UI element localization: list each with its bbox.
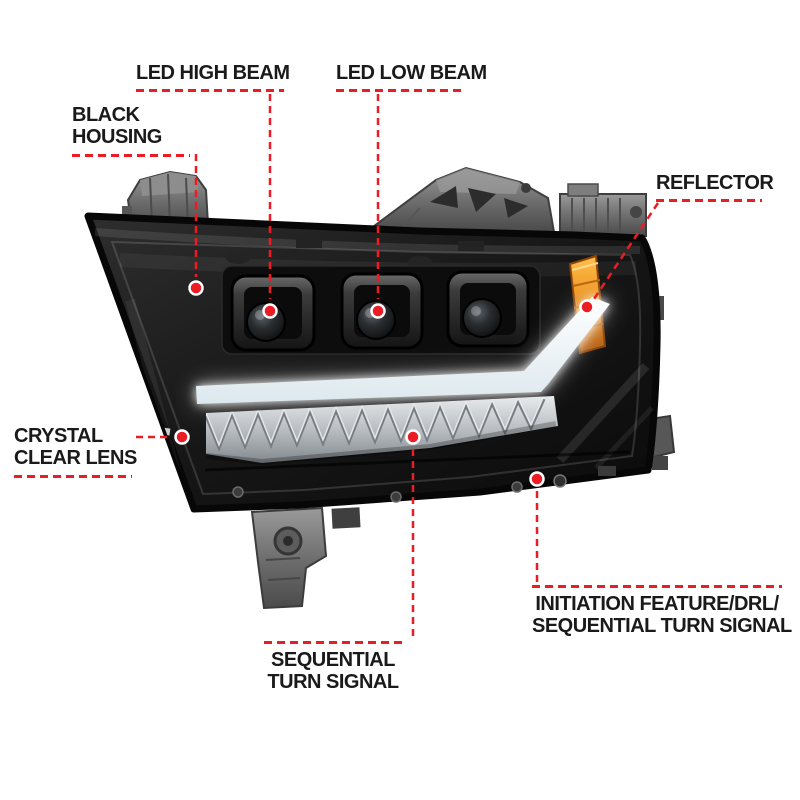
callout-dot-sequential-turn-signal — [405, 429, 421, 445]
callout-underline — [264, 641, 402, 644]
callout-line-reflector — [592, 202, 660, 300]
lens-inner-edge — [110, 240, 642, 496]
callout-black-housing: BLACK HOUSING — [72, 104, 190, 157]
callout-label: LED HIGH BEAM — [136, 62, 290, 84]
callout-label: SEQUENTIAL — [271, 649, 395, 671]
callout-label: CLEAR LENS — [14, 447, 137, 470]
mounting-bracket-top-right — [559, 183, 647, 237]
callout-underline — [136, 89, 284, 93]
callout-label: CRYSTAL — [14, 425, 103, 447]
callout-reflector: REFLECTOR — [656, 172, 774, 203]
callout-crystal-clear-lens: CRYSTAL CLEAR LENS — [14, 425, 137, 478]
callout-dot-crystal-clear-lens — [174, 429, 190, 445]
callout-led-low-beam: LED LOW BEAM — [336, 62, 487, 93]
callout-label: HOUSING — [72, 126, 162, 149]
callout-dot-led-low-beam — [370, 303, 386, 319]
callout-dot-led-high-beam — [262, 303, 278, 319]
callout-label: REFLECTOR — [656, 172, 774, 194]
callout-underline — [336, 89, 464, 93]
callout-dot-black-housing — [188, 280, 204, 296]
housing-screws — [204, 450, 631, 503]
callout-initiation-feature-drl: INITIATION FEATURE/DRL/ SEQUENTIAL TURN … — [532, 585, 792, 638]
callout-dots — [174, 280, 595, 487]
projector-outer — [446, 270, 530, 348]
mounting-bracket-top-center — [362, 166, 556, 233]
mounting-bracket-bottom — [250, 506, 361, 610]
callout-underline — [656, 199, 762, 203]
callout-dot-initiation-feature — [529, 471, 545, 487]
callout-label: LED LOW BEAM — [336, 62, 487, 84]
projector-led-high-beam — [230, 274, 316, 352]
turn-signal-crystal-band — [205, 396, 558, 466]
drl-light-bar — [196, 297, 610, 404]
callout-label: BLACK — [72, 104, 140, 126]
callout-sequential-turn-signal: SEQUENTIAL TURN SIGNAL — [264, 641, 402, 694]
callout-led-high-beam: LED HIGH BEAM — [136, 62, 290, 93]
callout-label: INITIATION FEATURE/DRL/ — [535, 593, 779, 615]
callout-underline — [532, 585, 782, 588]
callout-label: SEQUENTIAL TURN SIGNAL — [532, 615, 792, 638]
callout-underline — [14, 474, 132, 478]
callout-lines — [136, 94, 660, 640]
callout-label: TURN SIGNAL — [267, 671, 399, 694]
callout-underline — [72, 153, 190, 157]
callout-dot-reflector — [579, 299, 595, 315]
